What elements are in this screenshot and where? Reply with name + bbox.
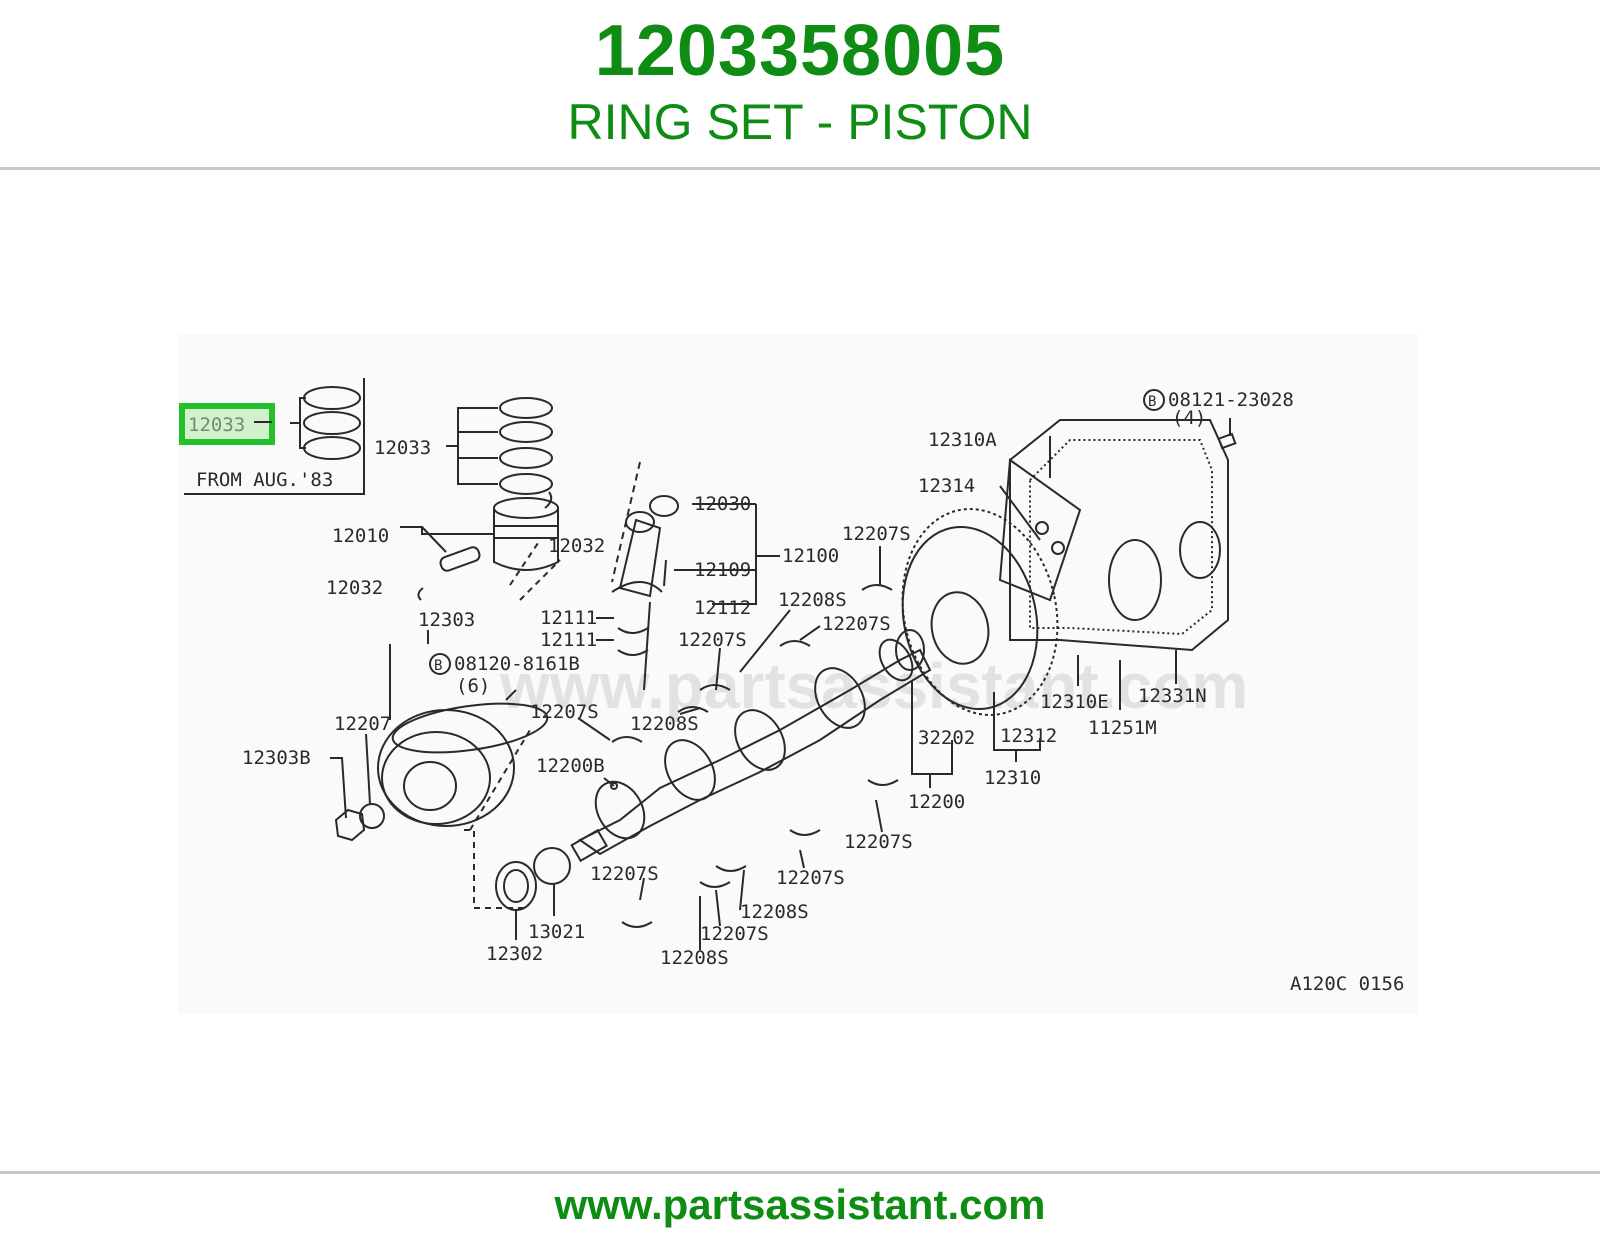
piston-skirt (493, 508, 559, 571)
callout-12207s-a: 12207S (842, 523, 911, 545)
callout-12302: 12302 (486, 943, 543, 965)
piston-ring-3 (499, 447, 553, 469)
callout-12207: 12207 (334, 713, 391, 735)
callout-12331n: 12331N (1138, 685, 1207, 707)
callout-12207s-e: 12207S (844, 831, 913, 853)
callout-12310a: 12310A (928, 429, 997, 451)
pilot-bushing (895, 629, 925, 671)
pulley-disc (391, 702, 549, 754)
callout-12033: 12033 (374, 437, 431, 459)
callout-from-aug: FROM AUG.'83 (196, 469, 333, 491)
main-bearing-lower (867, 779, 899, 786)
callout-08120: 08120-8161B (454, 653, 580, 675)
callout-12303: 12303 (418, 609, 475, 631)
callout-12207s-c: 12207S (678, 629, 747, 651)
callout-12208s-c: 12208S (740, 901, 809, 923)
callout-12207s-b: 12207S (822, 613, 891, 635)
rod-bushing (649, 495, 679, 517)
piston-ring-1 (499, 397, 553, 419)
callout-12207s-f: 12207S (776, 867, 845, 889)
callout-12312: 12312 (1000, 725, 1057, 747)
main-bearing-upper (861, 584, 893, 591)
callout-12208s-b: 12208S (630, 713, 699, 735)
diagram-code: A120C 0156 (1290, 973, 1404, 995)
pulley-washer (359, 803, 385, 829)
callout-32202: 32202 (918, 727, 975, 749)
callout-12030: 12030 (694, 493, 751, 515)
page-header: 1203358005 RING SET - PISTON (0, 0, 1600, 168)
callout-08121-qty: (4) (1172, 407, 1206, 429)
piston-pin (439, 546, 481, 572)
callout-12208s-d: 12208S (660, 947, 729, 969)
callout-12200: 12200 (908, 791, 965, 813)
pulley-nut (334, 808, 366, 842)
callout-12111-b: 12111 (540, 629, 597, 651)
piston-ring-4 (499, 473, 553, 495)
callout-13021: 13021 (528, 921, 585, 943)
watermark-text: www.partsassistant.com (499, 650, 1248, 722)
callout-12207s-h: 12207S (590, 863, 659, 885)
highlight-box[interactable] (179, 403, 275, 445)
callout-12010: 12010 (332, 525, 389, 547)
diagram-panel (178, 334, 1418, 1014)
callout-bolt-b2: B (1148, 394, 1156, 410)
header-divider (0, 167, 1600, 170)
piston-ring-2 (499, 421, 553, 443)
inset-frame (184, 378, 365, 495)
callout-12208s-a: 12208S (778, 589, 847, 611)
callout-bolt-b1: B (434, 658, 442, 674)
callout-12112: 12112 (694, 597, 751, 619)
callout-12200b: 12200B (536, 755, 605, 777)
callout-12100: 12100 (782, 545, 839, 567)
callout-12314: 12314 (918, 475, 975, 497)
rear-plate (1009, 419, 1229, 652)
callout-12032-b: 12032 (326, 577, 383, 599)
callout-12111-a: 12111 (540, 607, 597, 629)
callout-12310: 12310 (984, 767, 1041, 789)
callout-12207s-g: 12207S (700, 923, 769, 945)
part-name-subtitle: RING SET - PISTON (567, 94, 1033, 150)
footer-divider (0, 1171, 1600, 1174)
callout-12032-a: 12032 (548, 535, 605, 557)
callout-08120-qty: (6) (456, 675, 490, 697)
callout-highlight[interactable]: 12033 (188, 414, 245, 436)
callout-12310e: 12310E (1040, 691, 1109, 713)
callout-12109: 12109 (694, 559, 751, 581)
part-number-title: 1203358005 (594, 11, 1006, 91)
callout-12303b: 12303B (242, 747, 311, 769)
crank-sprocket (533, 847, 571, 885)
crankshaft (578, 648, 932, 856)
callout-08121: 08121-23028 (1168, 389, 1294, 411)
callout-11251m: 11251M (1088, 717, 1157, 739)
footer-website-link[interactable]: www.partsassistant.com (554, 1181, 1046, 1228)
callout-12207s-d: 12207S (530, 701, 599, 723)
connecting-rod (618, 518, 662, 598)
